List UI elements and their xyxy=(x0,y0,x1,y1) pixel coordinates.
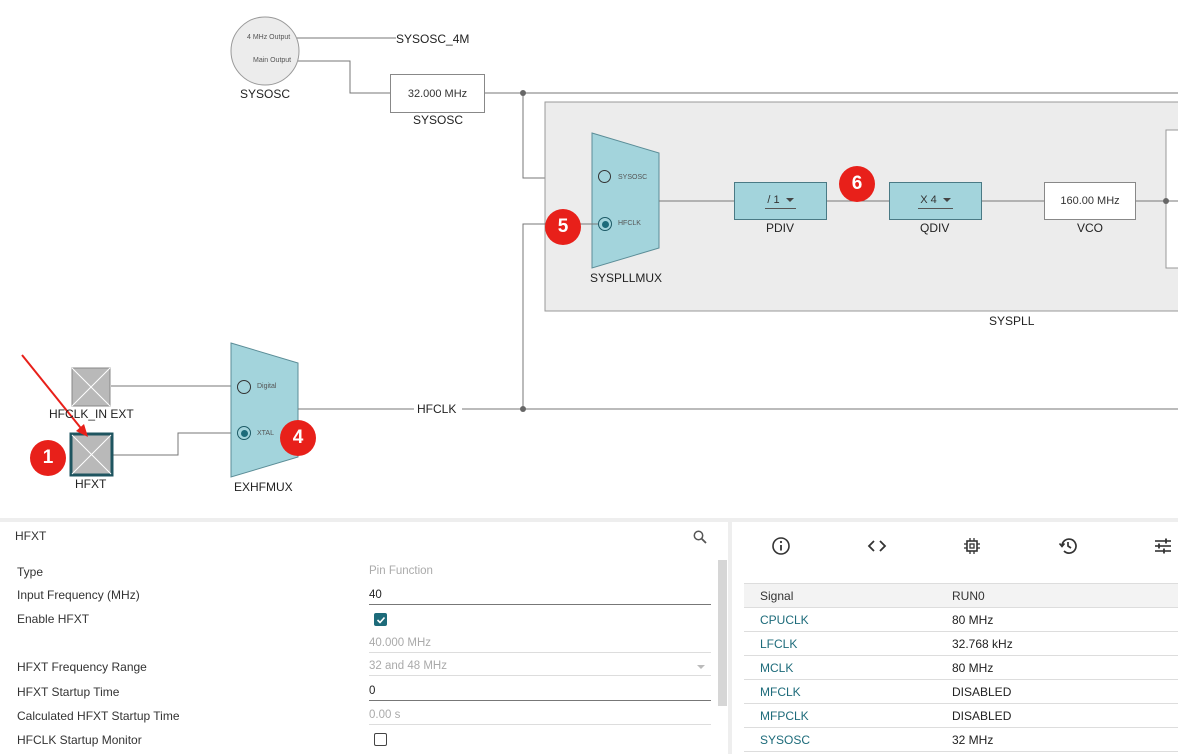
signal-link[interactable]: LFCLK xyxy=(744,631,936,656)
signal-link[interactable]: MFCLK xyxy=(744,679,936,704)
signal-link[interactable]: SYSOSC xyxy=(744,727,936,752)
syspllmux-label: SYSPLLMUX xyxy=(590,271,663,285)
chevron-down-icon xyxy=(697,665,705,669)
hfxt-properties-panel: HFXT Type Pin Function Input Frequency (… xyxy=(6,522,732,754)
sysosc-frequency-value: 32.000 MHz xyxy=(407,87,468,100)
hfclk-in-ext-block[interactable] xyxy=(72,368,110,406)
syspll-label: SYSPLL xyxy=(989,314,1035,328)
hfxt-frequency-range-value: 32 and 48 MHz xyxy=(369,660,447,672)
enable-hfxt-label: Enable HFXT xyxy=(17,612,90,626)
syspllmux-hfclk-option-label: HFCLK xyxy=(618,220,641,227)
type-value: Pin Function xyxy=(369,565,433,577)
signal-link[interactable]: MFPCLK xyxy=(744,703,936,728)
syspllmux-hfclk-radio[interactable] xyxy=(598,217,612,231)
syspllmux-sysosc-option-label: SYSOSC xyxy=(618,174,648,181)
vco-label: VCO xyxy=(1077,221,1104,235)
sysosc-4mhz-output-label: 4 MHz Output xyxy=(247,34,291,41)
vco-frequency-box[interactable]: 160.00 MHz xyxy=(1044,182,1136,220)
hfxt-startup-time-input[interactable]: 0 xyxy=(369,685,711,701)
sysosc-main-output-label: Main Output xyxy=(253,57,292,64)
exhfmux-xtal-option-label: XTAL xyxy=(257,430,274,437)
pdiv-value: / 1 xyxy=(767,193,780,206)
sysosc-frequency-box[interactable]: 32.000 MHz xyxy=(390,74,485,113)
enable-hfxt-checkbox[interactable] xyxy=(374,613,387,626)
calculated-startup-time-label: Calculated HFXT Startup Time xyxy=(17,709,180,723)
exhfmux-digital-option-label: Digital xyxy=(257,383,277,390)
signal-value: 80 MHz xyxy=(936,655,1178,680)
hfxt-label: HFXT xyxy=(75,477,107,491)
calculated-startup-time-value: 0.00 s xyxy=(369,709,711,725)
input-frequency-label: Input Frequency (MHz) xyxy=(17,588,140,602)
signal-value: DISABLED xyxy=(936,703,1178,728)
signal-value: DISABLED xyxy=(936,679,1178,704)
syspllmux-sysosc-radio[interactable] xyxy=(598,170,611,183)
info-icon[interactable] xyxy=(770,535,792,557)
chip-icon[interactable] xyxy=(961,535,983,557)
panel-divider xyxy=(0,518,1178,522)
hfxt-calculated-frequency: 40.000 MHz xyxy=(369,637,711,653)
exhfmux-label: EXHFMUX xyxy=(234,480,293,494)
panel-title: HFXT xyxy=(15,529,47,543)
annotation-badge-1: 1 xyxy=(30,440,66,476)
exhfmux-xtal-radio[interactable] xyxy=(237,426,251,440)
settings-sliders-icon[interactable] xyxy=(1152,535,1174,557)
type-label: Type xyxy=(17,565,44,579)
table-header-row: Signal RUN0 xyxy=(744,583,1178,608)
signal-link[interactable]: MCLK xyxy=(744,655,936,680)
hfclk-signal-label: HFCLK xyxy=(417,402,457,416)
clock-wires xyxy=(21,16,1178,478)
signal-column-header: Signal xyxy=(744,583,936,608)
code-icon[interactable] xyxy=(866,535,888,557)
vco-frequency-value: 160.00 MHz xyxy=(1060,195,1120,207)
run0-column-header: RUN0 xyxy=(936,583,1178,608)
check-icon xyxy=(376,616,385,624)
chevron-down-icon xyxy=(785,197,794,202)
exhfmux-digital-radio[interactable] xyxy=(237,380,251,394)
search-icon[interactable] xyxy=(693,530,707,544)
signal-value: 32 MHz xyxy=(936,727,1178,752)
annotation-badge-5: 5 xyxy=(545,209,581,245)
hfclk-startup-monitor-checkbox[interactable] xyxy=(374,733,387,746)
pdiv-dropdown[interactable]: / 1 xyxy=(734,182,827,220)
annotation-badge-6: 6 xyxy=(839,166,875,202)
signal-value: 32.768 kHz xyxy=(936,631,1178,656)
hfxt-frequency-range-label: HFXT Frequency Range xyxy=(17,660,147,674)
pdiv-label: PDIV xyxy=(766,221,795,235)
panel-scrollbar[interactable] xyxy=(718,560,727,706)
signal-value: 80 MHz xyxy=(936,607,1178,632)
annotation-badge-4: 4 xyxy=(280,420,316,456)
qdiv-label: QDIV xyxy=(920,221,950,235)
sysosc-box-label: SYSOSC xyxy=(413,113,464,127)
hfxt-block[interactable] xyxy=(71,434,112,475)
sysosc-source-label: SYSOSC xyxy=(240,87,291,101)
chevron-down-icon xyxy=(942,197,951,202)
history-icon[interactable] xyxy=(1057,535,1079,557)
sysosc-4m-signal-label: SYSOSC_4M xyxy=(396,32,470,46)
qdiv-value: X 4 xyxy=(920,193,937,206)
hfclk-startup-monitor-label: HFCLK Startup Monitor xyxy=(17,733,142,747)
hfxt-frequency-range-select: 32 and 48 MHz xyxy=(369,660,711,676)
hfxt-startup-time-label: HFXT Startup Time xyxy=(17,685,120,699)
hfclk-in-ext-label: HFCLK_IN EXT xyxy=(49,407,134,421)
signal-link[interactable]: CPUCLK xyxy=(744,607,936,632)
input-frequency-input[interactable]: 40 xyxy=(369,589,711,605)
clock-tree-diagram: 4 MHz Output Main Output SYSOSC SYSOSC_4… xyxy=(21,16,1178,641)
qdiv-dropdown[interactable]: X 4 xyxy=(889,182,982,220)
